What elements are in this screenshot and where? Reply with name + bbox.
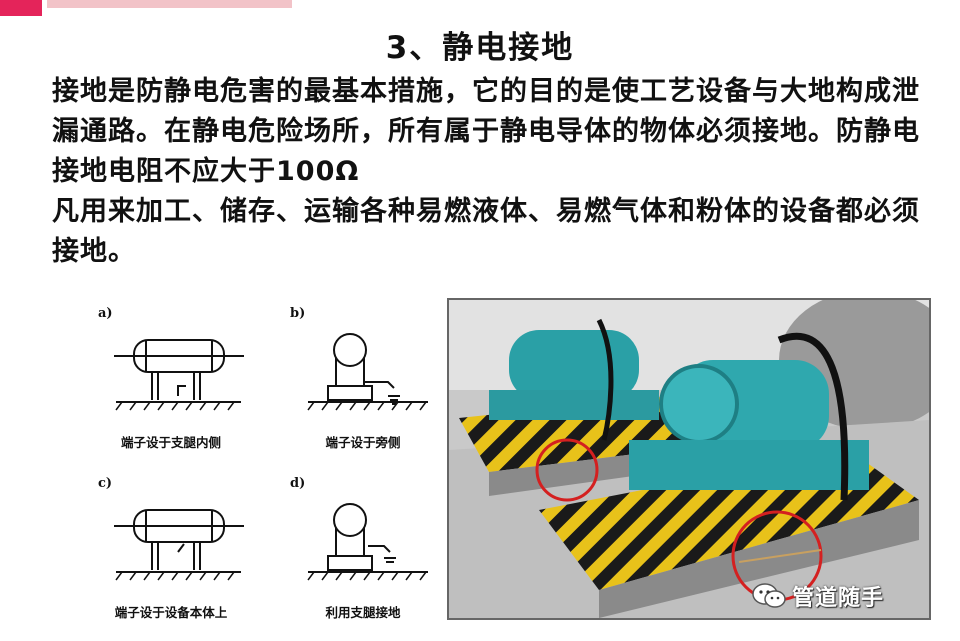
pump-photo-illustration [449,300,929,618]
paragraph-grounding-purpose: 接地是防静电危害的最基本措施，它的目的是使工艺设备与大地构成泄漏通路。在静电危险… [52,76,920,187]
diagram-d: d) 利用支腿接地 [278,462,448,622]
diagram-d-drawing [307,503,428,581]
diagram-a-drawing [114,339,244,411]
diagram-c-caption: 端子设于设备本体上 [114,605,228,620]
diagram-a-letter: a) [98,306,113,321]
diagram-b-letter: b) [290,306,306,321]
diagram-c-drawing [114,509,244,581]
header-accent-line [47,0,292,8]
diagram-d-caption: 利用支腿接地 [325,605,401,620]
watermark-text: 管道随手 [792,586,885,611]
wechat-watermark: 管道随手 [752,580,884,612]
diagram-c-letter: c) [98,476,113,491]
diagram-d-letter: d) [290,476,306,491]
diagram-b: b) 端子设于旁侧 [278,292,448,452]
diagram-b-caption: 端子设于旁侧 [325,435,401,450]
grounding-diagrams: a) 端子设于支腿内侧 b) [86,292,428,622]
diagram-a: a) 端子设于支腿内侧 [86,292,256,452]
diagram-c: c) 端子设于设备本体上 [86,462,256,622]
pump-grounding-photo [447,298,931,620]
wechat-icon [752,583,786,608]
diagram-a-caption: 端子设于支腿内侧 [120,435,221,450]
header-accent-bar [0,0,42,16]
diagram-b-drawing [307,333,428,411]
paragraph-equipment-requirement: 凡用来加工、储存、运输各种易燃液体、易燃气体和粉体的设备都必须接地。 [52,196,920,267]
slide-title: 3、静电接地 [385,30,575,66]
